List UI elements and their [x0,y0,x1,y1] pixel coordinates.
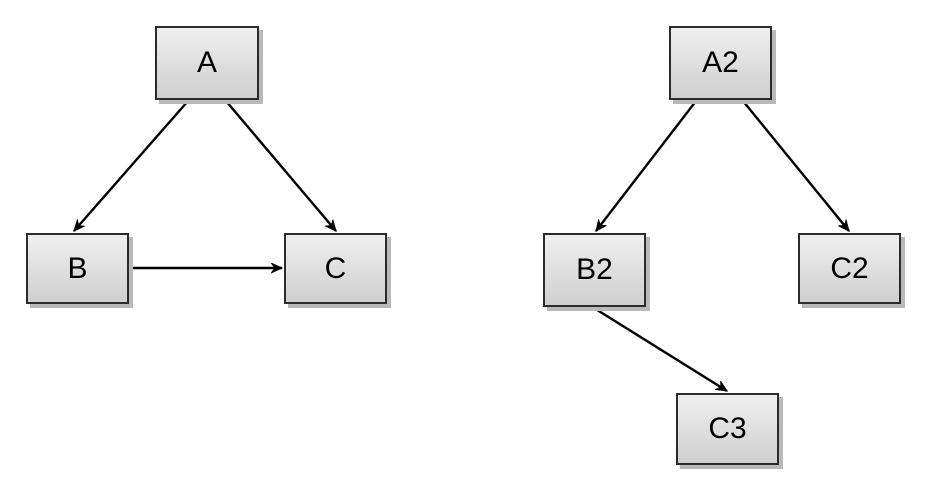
node-label: A2 [702,46,739,79]
edge-a-to-c [225,100,337,231]
edge-a2-to-c2 [742,100,850,231]
node-label: C [324,251,347,285]
node-c3[interactable]: C3 [676,393,779,465]
node-c2[interactable]: C2 [798,233,901,304]
node-c[interactable]: C [284,233,387,304]
node-b[interactable]: B [26,233,129,304]
node-label: C2 [830,251,869,285]
node-label: B [67,251,88,285]
edge-a-to-b [73,100,189,231]
node-b2[interactable]: B2 [543,233,646,307]
node-a[interactable]: A [155,26,259,100]
edge-b2-to-c3 [593,306,727,393]
node-a2[interactable]: A2 [669,26,772,100]
node-label: A [196,46,217,79]
node-label: B2 [576,253,613,286]
edge-a2-to-b2 [595,100,697,231]
node-label: C3 [708,412,747,445]
edges-group [73,100,850,393]
